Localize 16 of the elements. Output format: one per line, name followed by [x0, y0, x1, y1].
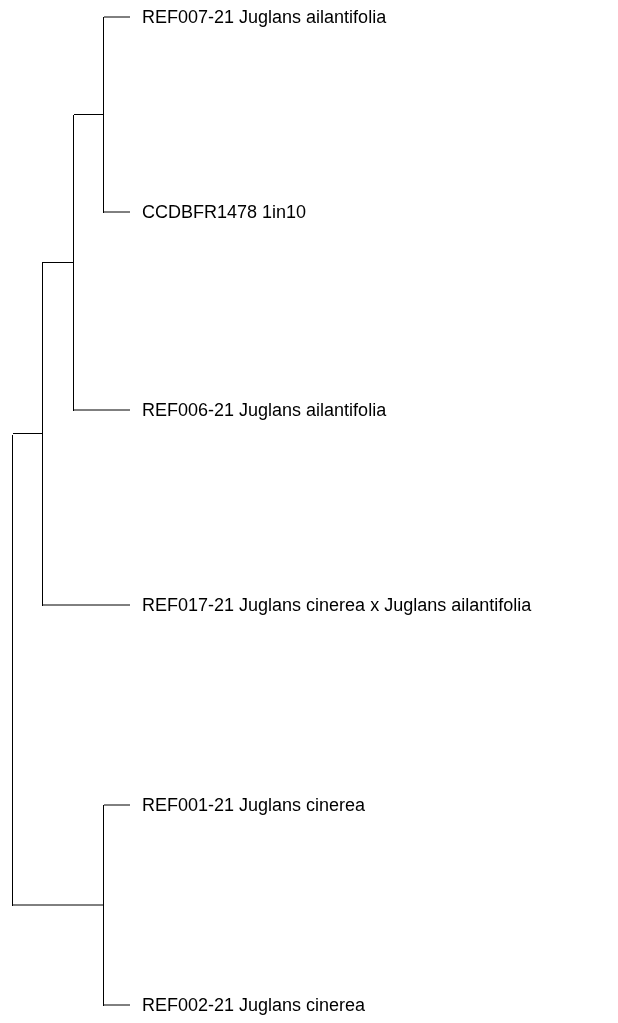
branch-line: [42, 262, 74, 263]
branch-line: [103, 16, 131, 18]
leaf-label: REF002-21 Juglans cinerea: [130, 993, 366, 1017]
branch-line: [73, 114, 104, 115]
branch-line: [42, 604, 131, 606]
branch-line: [12, 904, 104, 906]
leaf-label: CCDBFR1478 1in10: [130, 200, 307, 224]
branch-line: [12, 433, 43, 434]
branch-line: [103, 1004, 131, 1006]
leaf-label: REF006-21 Juglans ailantifolia: [130, 398, 387, 422]
branch-line: [103, 804, 131, 806]
leaf-label: REF007-21 Juglans ailantifolia: [130, 5, 387, 29]
leaf-label: REF017-21 Juglans cinerea x Juglans ailantifolia: [130, 593, 532, 617]
branch-line: [73, 409, 131, 411]
leaf-label: REF001-21 Juglans cinerea: [130, 793, 366, 817]
branch-line: [103, 211, 131, 213]
